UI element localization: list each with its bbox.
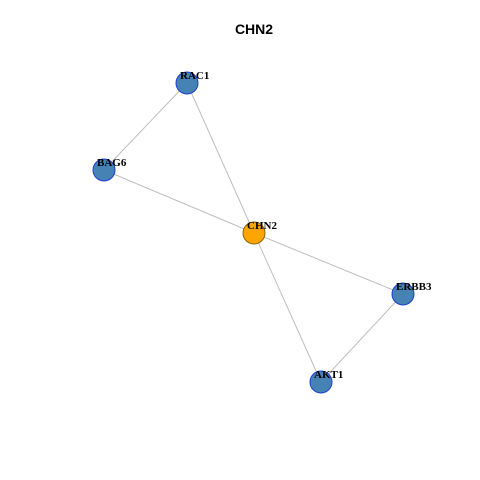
node-label-erbb3: ERBB3 bbox=[396, 281, 432, 293]
node-label-rac1: RAC1 bbox=[180, 70, 209, 82]
edge-chn2-erbb3 bbox=[253, 232, 404, 295]
graph-title: CHN2 bbox=[234, 21, 274, 37]
edge-erbb3-akt1 bbox=[320, 293, 404, 383]
node-label-chn2: CHN2 bbox=[247, 220, 277, 232]
edge-rac1-bag6 bbox=[103, 82, 188, 171]
node-rac1 bbox=[175, 71, 199, 95]
edge-rac1-chn2 bbox=[186, 82, 255, 234]
nodes-layer bbox=[92, 71, 415, 394]
edge-chn2-akt1 bbox=[253, 232, 322, 383]
edge-bag6-chn2 bbox=[103, 169, 255, 234]
edges-layer bbox=[103, 82, 404, 383]
node-label-akt1: AKT1 bbox=[314, 369, 343, 381]
node-akt1 bbox=[309, 370, 333, 394]
node-label-bag6: BAG6 bbox=[97, 157, 127, 169]
node-bag6 bbox=[92, 158, 116, 182]
node-erbb3 bbox=[391, 282, 415, 306]
node-chn2 bbox=[242, 221, 266, 245]
